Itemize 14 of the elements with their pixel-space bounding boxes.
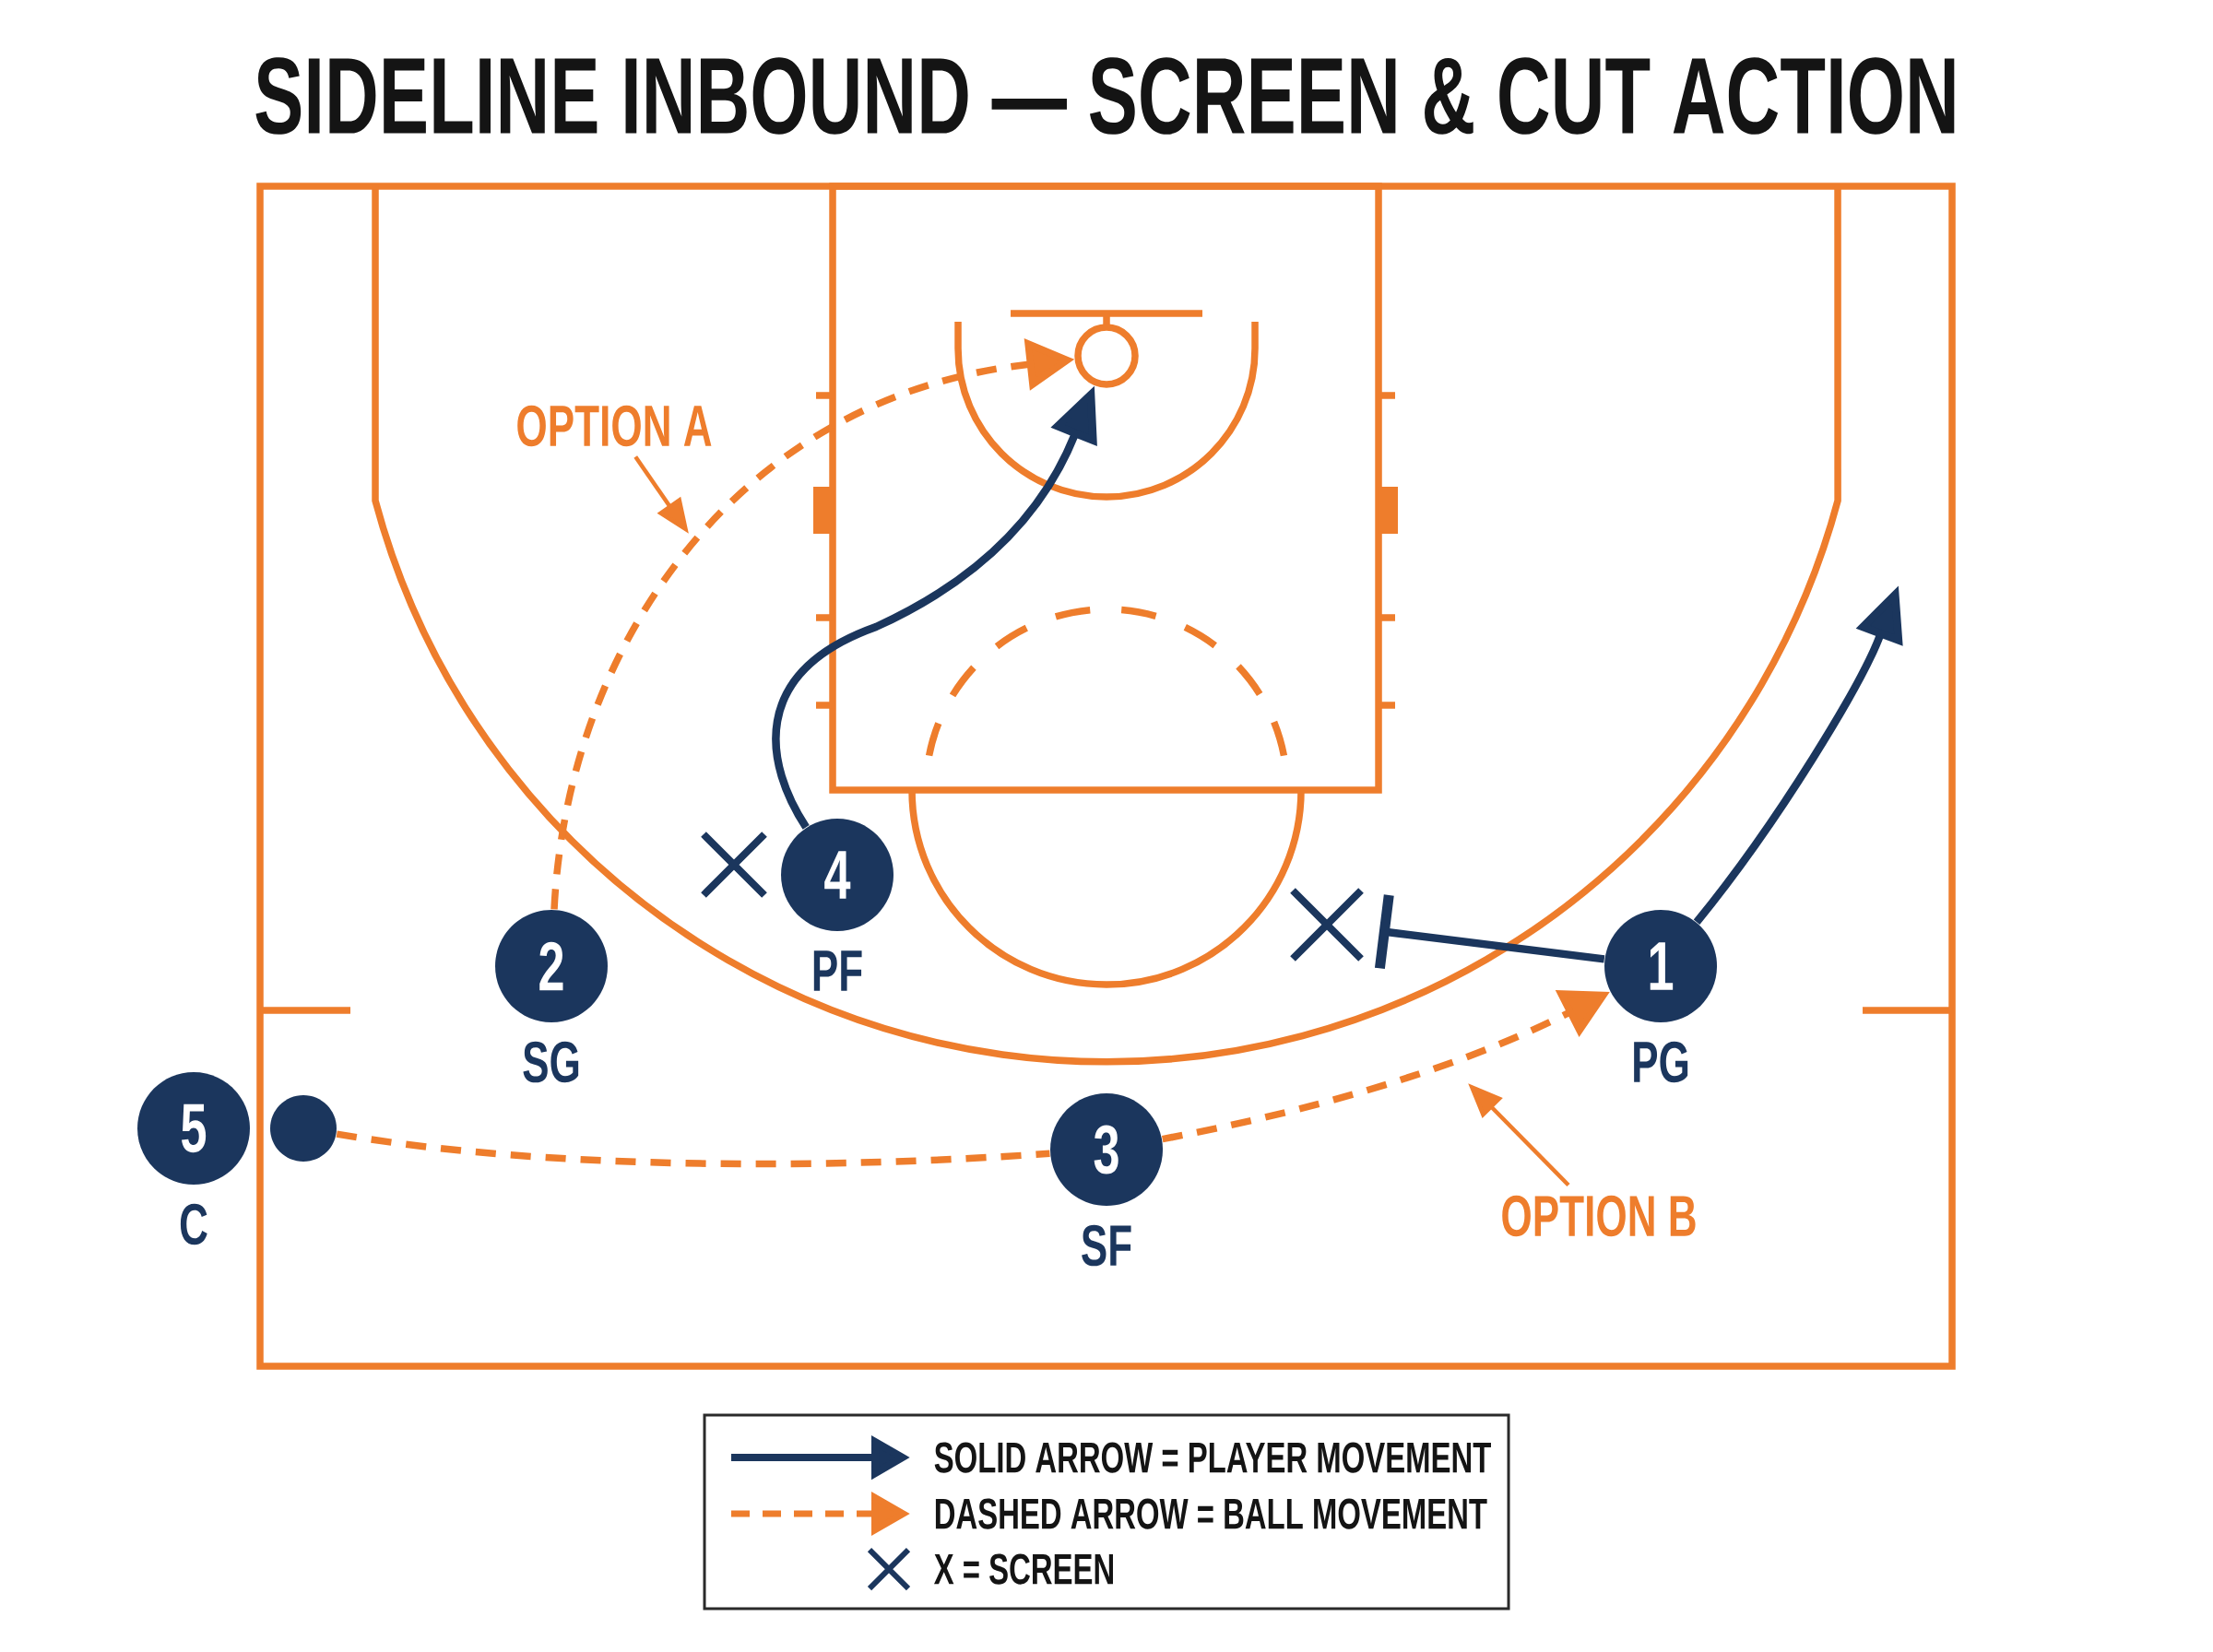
position-label: PF bbox=[813, 950, 862, 991]
legend-text: SOLID ARROW = PLAYER MOVEMENT bbox=[934, 1442, 1491, 1473]
legend-text: DASHED ARROW = BALL MOVEMENT bbox=[935, 1498, 1487, 1529]
legend-text: X = SCREEN bbox=[934, 1553, 1113, 1585]
position-label: C bbox=[180, 1203, 207, 1245]
position-label: SF bbox=[1082, 1224, 1131, 1267]
callout-text: OPTION A bbox=[517, 405, 712, 447]
callout-text: OPTION B bbox=[1502, 1195, 1696, 1237]
screen-mark bbox=[1289, 887, 1366, 962]
position-label: PG bbox=[1634, 1041, 1688, 1083]
hoop bbox=[1074, 324, 1139, 388]
ball bbox=[270, 1095, 337, 1162]
position-label: SG bbox=[523, 1041, 579, 1083]
title: SIDELINE INBOUND — SCREEN & CUT ACTION bbox=[255, 57, 1955, 135]
